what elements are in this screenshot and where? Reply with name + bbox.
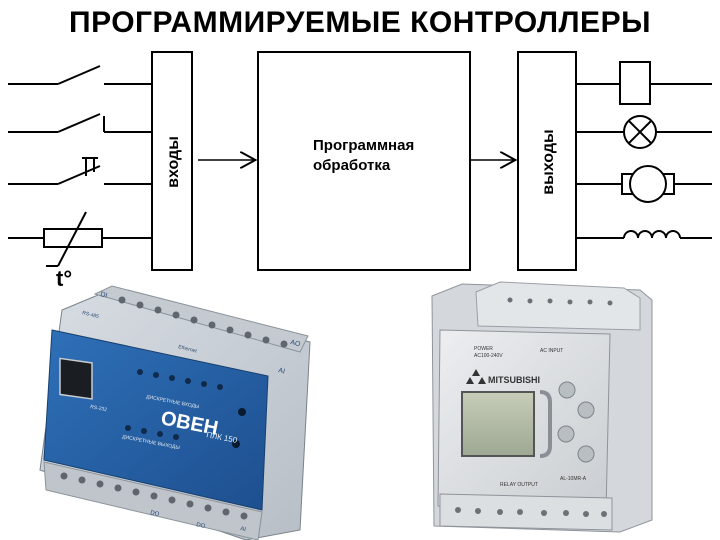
owen-plc-photo: ОВЕН ПЛК 150 ДИСКРЕТНЫЕ ВХОДЫ ДИСКРЕТНЫЕ… xyxy=(40,286,310,540)
inputs-label: входы xyxy=(165,136,182,188)
switch-open-1-icon xyxy=(8,66,152,84)
thermistor-icon xyxy=(8,212,152,266)
mitsubishi-plc-photo: POWER AC100-240V AC INPUT MITSUBISHI AL-… xyxy=(432,282,652,532)
inputs-block: входы xyxy=(152,52,192,270)
mitsu-relay-label: RELAY OUTPUT xyxy=(500,482,538,488)
processing-label-line2: обработка xyxy=(313,157,391,174)
processing-label-line1: Программная xyxy=(313,137,414,154)
owen-bottom-marker-do-2: DO xyxy=(196,522,206,530)
mitsu-power-spec: AC100-240V xyxy=(474,353,503,359)
pushbutton-icon xyxy=(8,158,152,184)
lamp-icon xyxy=(576,116,712,148)
temperature-label: t° xyxy=(56,266,72,291)
mitsu-brand-label: MITSUBISHI xyxy=(488,375,540,385)
switch-open-2-icon xyxy=(8,114,152,132)
mitsu-model-label: AL-10MR-A xyxy=(560,476,587,482)
outputs-block: выходы xyxy=(518,52,576,270)
output-symbols xyxy=(576,62,712,238)
outputs-label: выходы xyxy=(540,129,557,194)
mitsu-lcd-screen xyxy=(462,392,534,456)
mitsu-power-label: POWER xyxy=(474,346,493,352)
inductor-icon xyxy=(576,231,712,238)
owen-bottom-marker-do-1: DO xyxy=(150,510,160,518)
owen-ethernet-socket xyxy=(60,358,92,398)
motor-icon xyxy=(576,166,712,202)
input-symbols xyxy=(8,66,152,266)
processing-block: Программная обработка xyxy=(258,52,470,270)
mitsu-input-label: AC INPUT xyxy=(540,348,563,354)
relay-coil-icon xyxy=(576,62,712,104)
